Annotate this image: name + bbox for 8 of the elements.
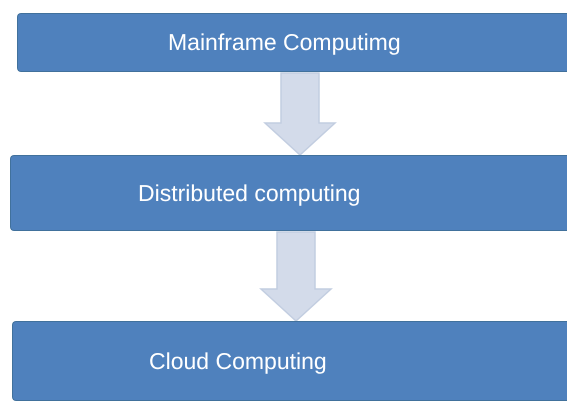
block-arrow [263, 72, 337, 156]
box-label: Mainframe Computimg [168, 29, 401, 56]
process-box [10, 155, 567, 231]
block-arrow [259, 231, 333, 322]
box-label: Distributed computing [138, 180, 360, 206]
process-box [17, 13, 567, 72]
box-label: Cloud Computing [149, 348, 327, 374]
process-box [12, 321, 567, 401]
